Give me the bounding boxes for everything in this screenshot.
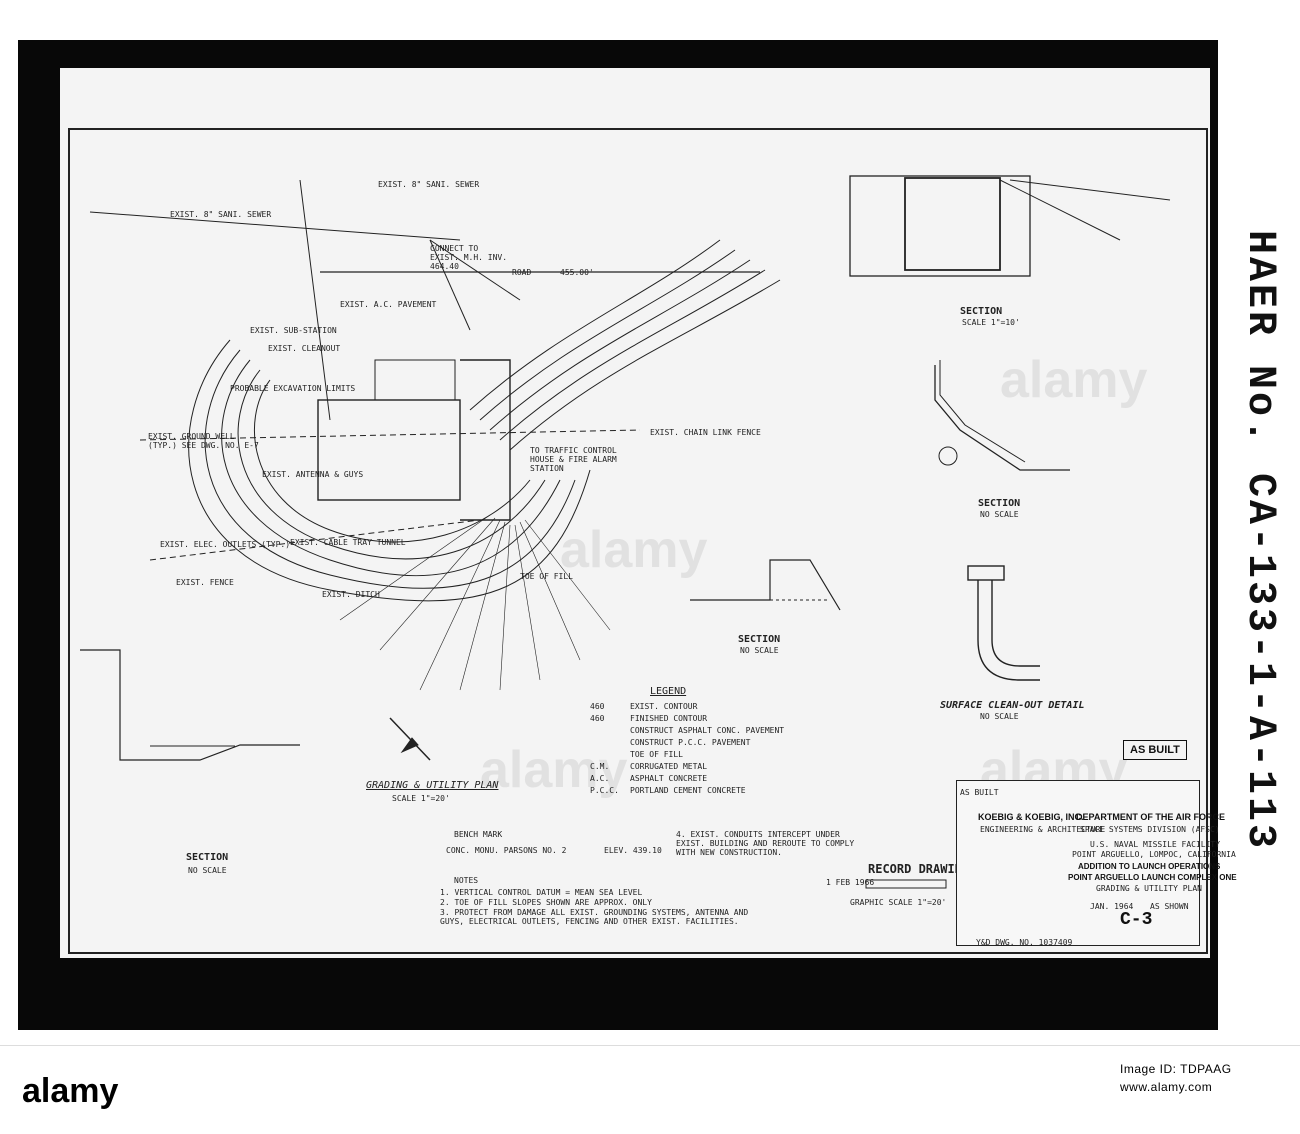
building-outline — [317, 399, 461, 501]
bench-mark-label: BENCH MARK — [454, 830, 503, 839]
ysd-dwg-no: Y&D DWG. NO. 1037409 — [976, 938, 1073, 947]
haer-number: HAER No. CA-133-1-A-113 — [1237, 229, 1283, 851]
traffic-label: TO TRAFFIC CONTROL HOUSE & FIRE ALARM ST… — [530, 446, 617, 473]
bench-mark: CONC. MONU. PARSONS NO. 2 — [446, 846, 567, 855]
note-3: 3. PROTECT FROM DAMAGE ALL EXIST. GROUND… — [440, 908, 749, 926]
section-4-title: SECTION — [186, 852, 229, 863]
location: POINT ARGUELLO, LOMPOC, CALIFORNIA — [1072, 850, 1236, 859]
drawing-border — [68, 128, 1208, 954]
alamy-logo: alamy — [22, 1072, 119, 1110]
cleanout-label: EXIST. CLEANOUT — [268, 344, 341, 353]
revision-label: AS BUILT — [960, 788, 999, 797]
note-1: 1. VERTICAL CONTROL DATUM = MEAN SEA LEV… — [440, 888, 643, 897]
section-1-title: SECTION — [960, 306, 1003, 317]
division: SPACE SYSTEMS DIVISION (AFSC) — [1080, 825, 1220, 834]
ditch-label: EXIST. DITCH — [322, 590, 380, 599]
note-2: 2. TOE OF FILL SLOPES SHOWN ARE APPROX. … — [440, 898, 652, 907]
connect-label: CONNECT TO EXIST. M.H. INV. 464.40 — [430, 244, 508, 271]
bench-elev: ELEV. 439.10 — [604, 846, 662, 855]
substation-label: EXIST. SUB-STATION — [250, 326, 337, 335]
legend-text: CONSTRUCT P.C.C. PAVEMENT — [630, 738, 751, 747]
sheet-number: C-3 — [1120, 910, 1153, 930]
project-line-1: ADDITION TO LAUNCH OPERATIONS — [1078, 862, 1221, 871]
dept-name: DEPARTMENT OF THE AIR FORCE — [1076, 812, 1225, 822]
cable-tray-label: EXIST. CABLE TRAY TUNNEL — [290, 538, 406, 547]
legend-text: EXIST. CONTOUR — [630, 702, 698, 711]
drawing-scale: AS SHOWN — [1150, 902, 1189, 911]
drawing-date: JAN. 1964 — [1090, 902, 1134, 911]
section-2-scale: NO SCALE — [980, 510, 1019, 519]
road-label: ROAD — [512, 268, 532, 277]
record-date: 1 FEB 1966 — [826, 878, 875, 887]
sewer-line — [89, 211, 461, 241]
conduit-note: 4. EXIST. CONDUITS INTERCEPT UNDER EXIST… — [676, 830, 855, 857]
legend-title: LEGEND — [650, 686, 687, 697]
cleanout-detail-title: SURFACE CLEAN-OUT DETAIL — [940, 700, 1085, 711]
elec-outlets-label: EXIST. ELEC. OUTLETS (TYP.) — [160, 540, 291, 549]
section-1-scale: SCALE 1"=10' — [962, 318, 1020, 327]
section-2-title: SECTION — [978, 498, 1021, 509]
legend-symbol: 460 — [590, 714, 605, 723]
legend-symbol: 460 — [590, 702, 605, 711]
sewer-label: EXIST. 8" SANI. SEWER — [378, 180, 480, 189]
title-block — [956, 780, 1200, 946]
section-3-scale: NO SCALE — [740, 646, 779, 655]
section-3-title: SECTION — [738, 634, 781, 645]
fence-label: EXIST. FENCE — [176, 578, 234, 587]
antenna-label: EXIST. ANTENNA & GUYS — [262, 470, 364, 479]
sheet-title: GRADING & UTILITY PLAN — [1096, 884, 1202, 893]
firm-sub: ENGINEERING & ARCHITECTURE — [980, 825, 1106, 834]
legend-text: PORTLAND CEMENT CONCRETE — [630, 786, 746, 795]
notes-title: NOTES — [454, 876, 479, 885]
plan-scale: SCALE 1"=20' — [392, 794, 450, 803]
record-drawing-stamp: RECORD DRAWING — [868, 862, 970, 876]
legend-text: TOE OF FILL — [630, 750, 683, 759]
pavement-label: EXIST. A.C. PAVEMENT — [340, 300, 437, 309]
section-4-scale: NO SCALE — [188, 866, 227, 875]
toe-fill-label: TOE OF FILL — [520, 572, 573, 581]
chain-link-label: EXIST. CHAIN LINK FENCE — [650, 428, 761, 437]
legend-symbol: A.C. — [590, 774, 610, 783]
site-url: www.alamy.com — [1120, 1080, 1213, 1094]
image-id: Image ID: TDPAAG — [1120, 1062, 1232, 1076]
sewer-label-left: EXIST. 8" SANI. SEWER — [170, 210, 272, 219]
footer-bar — [0, 1045, 1300, 1134]
cleanout-detail-scale: NO SCALE — [980, 712, 1019, 721]
graphic-scale: GRAPHIC SCALE 1"=20' — [850, 898, 947, 907]
road-elev: 455.00' — [560, 268, 594, 277]
legend-symbol: P.C.C. — [590, 786, 619, 795]
plan-title: GRADING & UTILITY PLAN — [366, 780, 499, 791]
as-built-stamp: AS BUILT — [1123, 740, 1187, 760]
legend-text: FINISHED CONTOUR — [630, 714, 708, 723]
legend-text: ASPHALT CONCRETE — [630, 774, 708, 783]
legend-text: CORRUGATED METAL — [630, 762, 708, 771]
ground-well-label: EXIST. GROUND WELL (TYP.) SEE DWG. NO. E… — [148, 432, 259, 450]
excavation-label: PROBABLE EXCAVATION LIMITS — [230, 384, 356, 393]
facility: U.S. NAVAL MISSILE FACILITY — [1090, 840, 1221, 849]
project-line-2: POINT ARGUELLO LAUNCH COMPLEX ONE — [1068, 873, 1237, 882]
firm-name: KOEBIG & KOEBIG, INC. — [978, 812, 1084, 822]
legend-symbol: C.M. — [590, 762, 610, 771]
legend-text: CONSTRUCT ASPHALT CONC. PAVEMENT — [630, 726, 785, 735]
